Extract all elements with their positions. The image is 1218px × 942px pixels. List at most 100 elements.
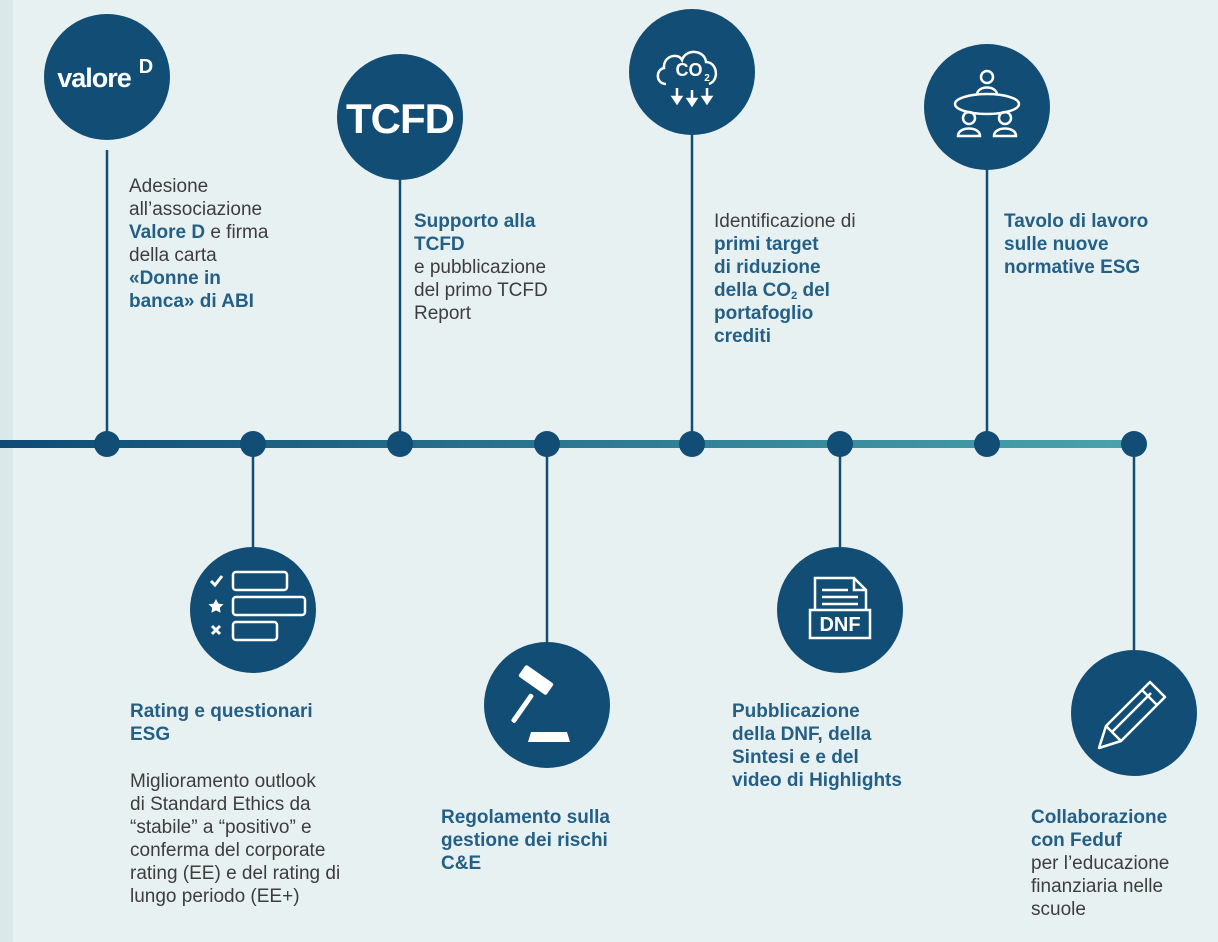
- text-line: Report: [414, 302, 548, 325]
- left-accent-strip: [0, 0, 13, 942]
- text-run: sulle nuove: [1004, 234, 1109, 255]
- timeline-node-rating: [240, 431, 266, 457]
- text-run: banca» di ABI: [129, 291, 254, 312]
- text-line: Collaborazione: [1031, 806, 1169, 829]
- text-run: all’associazione: [129, 199, 263, 220]
- timeline-node-tcfd: [387, 431, 413, 457]
- timeline-node-feduf: [1121, 431, 1147, 457]
- text-run: del primo TCFD: [414, 280, 548, 301]
- text-run: Collaborazione: [1031, 807, 1168, 828]
- dnf-document-icon: DNF: [777, 547, 903, 673]
- text-run: della CO: [714, 280, 792, 301]
- text-line: di riduzione: [714, 256, 856, 279]
- text-run: del: [797, 280, 830, 301]
- text-run: e pubblicazione: [414, 257, 547, 278]
- gavel-icon: [484, 642, 610, 768]
- text-line: portafoglio: [714, 302, 856, 325]
- timeline-nodes: [94, 431, 1147, 457]
- text-line: banca» di ABI: [129, 290, 268, 313]
- text-run: ESG: [130, 724, 171, 745]
- text-run: Sintesi e e del: [732, 747, 859, 768]
- text-line: sulle nuove: [1004, 233, 1148, 256]
- text-line: all’associazione: [129, 198, 268, 221]
- text-run: Rating e questionari: [130, 701, 313, 722]
- text-line: e pubblicazione: [414, 256, 548, 279]
- subscript-run: 2: [791, 290, 798, 302]
- text-line: Sintesi e e del: [732, 746, 902, 769]
- text-run: conferma del corporate: [130, 840, 326, 861]
- co2-icon-subscript: 2: [704, 73, 710, 84]
- text-line: primi target: [714, 233, 856, 256]
- valore-d-logo-sup: D: [139, 56, 153, 78]
- text-line: TCFD: [414, 233, 548, 256]
- text-line: Tavolo di lavoro: [1004, 210, 1148, 233]
- co2-reduction-icon: CO 2: [629, 9, 755, 135]
- text-run: scuole: [1031, 899, 1086, 920]
- text-run: lungo periodo (EE+): [130, 886, 300, 907]
- text-run: Tavolo di lavoro: [1004, 211, 1149, 232]
- text-run: Regolamento sulla: [441, 807, 610, 828]
- text-line: della carta: [129, 244, 268, 267]
- text-run: Report: [414, 303, 472, 324]
- checklist-rating-icon: [190, 547, 316, 673]
- valore-d-logo-icon: valore D: [44, 14, 170, 140]
- tcfd-logo-text: TCFD: [346, 95, 454, 142]
- text-line: crediti: [714, 325, 856, 348]
- text-run: Miglioramento outlook: [130, 771, 316, 792]
- text-run: di riduzione: [714, 257, 821, 278]
- text-run: rating (EE) e del rating di: [130, 863, 341, 884]
- text-run: portafoglio: [714, 303, 814, 324]
- text-run: Supporto alla: [414, 211, 536, 232]
- text-run: Identificazione di: [714, 211, 856, 232]
- text-line: ESG: [130, 723, 313, 746]
- text-run: finanziaria nelle: [1031, 876, 1164, 897]
- timeline-node-dnf: [827, 431, 853, 457]
- text-line: «Donne in: [129, 267, 268, 290]
- text-line: Supporto alla: [414, 210, 548, 233]
- timeline-node-tavolo: [974, 431, 1000, 457]
- text-line: finanziaria nelle: [1031, 875, 1169, 898]
- text-run: e firma: [205, 222, 269, 243]
- dnf-icon-text: DNF: [819, 614, 860, 636]
- text-line: Rating e questionari: [130, 700, 313, 723]
- text-line: per l’educazione: [1031, 852, 1169, 875]
- text-run: per l’educazione: [1031, 853, 1170, 874]
- text-run: video di Highlights: [732, 770, 902, 791]
- text-run: normative ESG: [1004, 257, 1141, 278]
- text-line: Miglioramento outlook: [130, 770, 340, 793]
- text-run: Adesione: [129, 176, 209, 197]
- text-line: “stabile” a “positivo” e: [130, 816, 340, 839]
- pencil-icon: [1071, 650, 1197, 776]
- co2-icon-text: CO: [676, 60, 703, 80]
- text-line: Identificazione di: [714, 210, 856, 233]
- text-run: Pubblicazione: [732, 701, 860, 722]
- timeline-line: [0, 440, 1134, 448]
- meeting-table-icon: [924, 44, 1050, 170]
- text-run: C&E: [441, 853, 482, 874]
- text-run: Valore D: [129, 222, 206, 243]
- text-line: Adesione: [129, 175, 268, 198]
- text-line: con Feduf: [1031, 829, 1169, 852]
- text-line: della DNF, della: [732, 723, 902, 746]
- text-run: di Standard Ethics da: [130, 794, 311, 815]
- text-run: primi target: [714, 234, 819, 255]
- text-run: della DNF, della: [732, 724, 872, 745]
- text-line: video di Highlights: [732, 769, 902, 792]
- connectors: [105, 130, 1136, 690]
- text-run: TCFD: [414, 234, 465, 255]
- text-line: di Standard Ethics da: [130, 793, 340, 816]
- text-line: rating (EE) e del rating di: [130, 862, 340, 885]
- text-line: Regolamento sulla: [441, 806, 610, 829]
- text-line: del primo TCFD: [414, 279, 548, 302]
- text-line: normative ESG: [1004, 256, 1148, 279]
- text-line: conferma del corporate: [130, 839, 340, 862]
- text-line: C&E: [441, 852, 610, 875]
- text-line: gestione dei rischi: [441, 829, 610, 852]
